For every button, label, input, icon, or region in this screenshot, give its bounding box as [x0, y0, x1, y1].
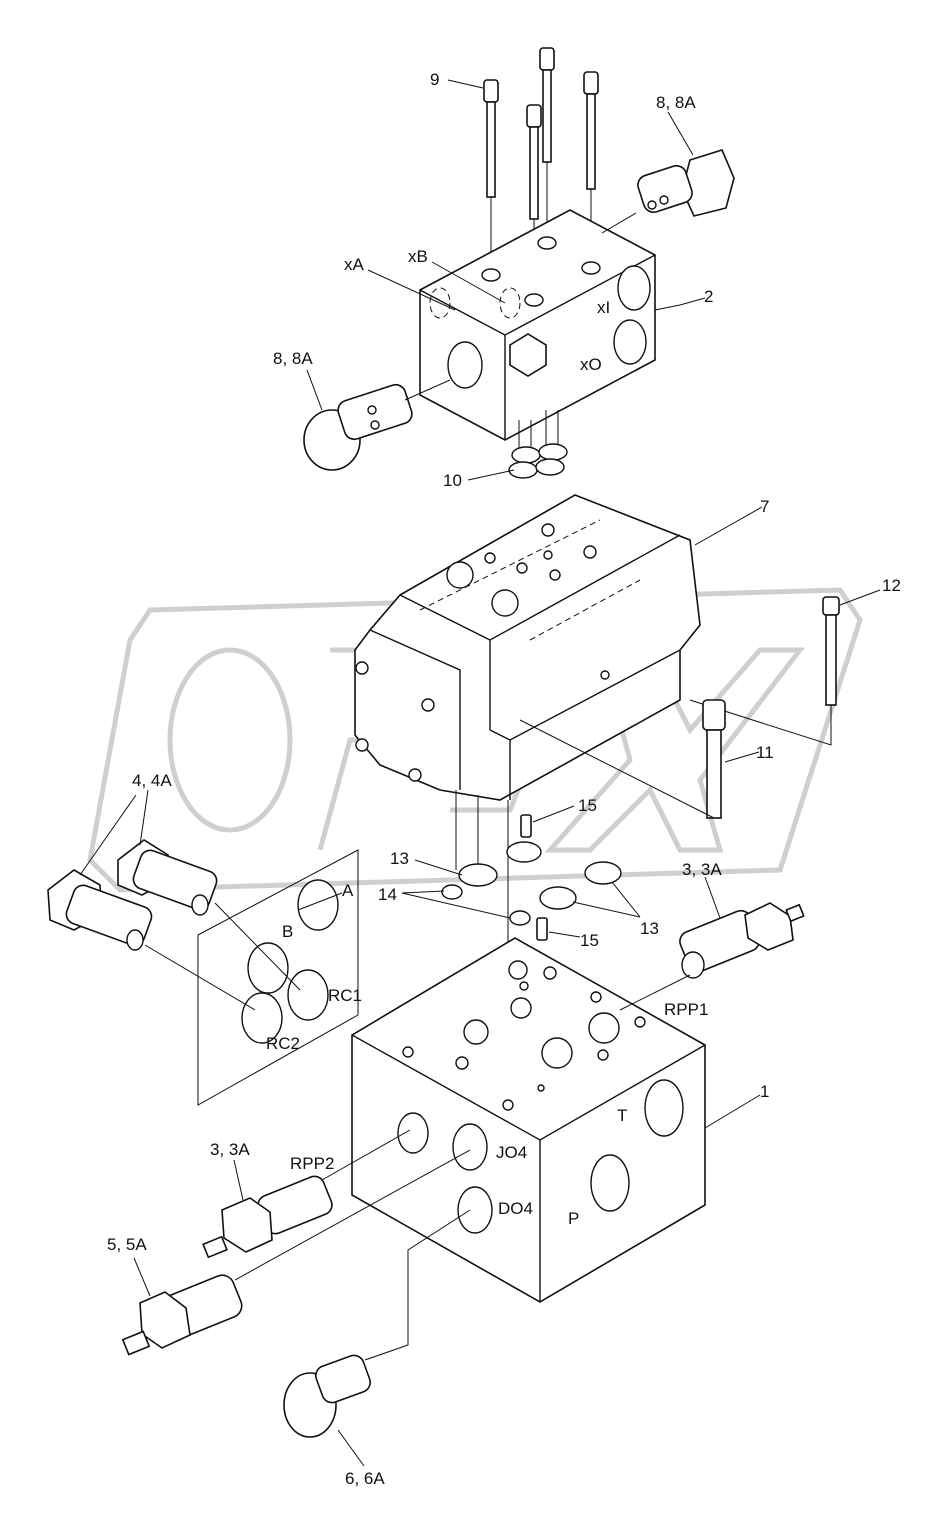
- label-8-8a-left: 8, 8A: [273, 349, 313, 368]
- label-port-JO4: JO4: [496, 1143, 527, 1162]
- label-port-A: A: [342, 881, 354, 900]
- label-port-B: B: [282, 922, 293, 941]
- label-xB: xB: [408, 247, 428, 266]
- valve-body-7: [354, 494, 701, 1100]
- label-3-3a-left: 3, 3A: [210, 1140, 250, 1159]
- cartridge-8-left: [303, 379, 451, 471]
- label-port-RC1: RC1: [328, 986, 362, 1005]
- cartridge-8-top: [601, 149, 735, 234]
- plug-6: [283, 1209, 471, 1438]
- label-10: 10: [443, 471, 462, 490]
- label-9: 9: [430, 70, 439, 89]
- cartridge-3-left: [202, 1129, 411, 1259]
- label-port-RC2: RC2: [266, 1034, 300, 1053]
- label-15-top: 15: [578, 796, 597, 815]
- cartridge-5: [121, 1149, 471, 1356]
- label-1: 1: [760, 1082, 769, 1101]
- label-port-RPP1: RPP1: [664, 1000, 708, 1019]
- label-port-P: P: [568, 1209, 579, 1228]
- label-15-bottom: 15: [580, 931, 599, 950]
- part-labels: 9 8, 8A 2 xA xB xI xO 8, 8A 10 7 12 11 4…: [107, 70, 901, 1488]
- label-8-8a-top: 8, 8A: [656, 93, 696, 112]
- port-plate: [144, 849, 359, 1106]
- bolt-11: [519, 699, 726, 819]
- valve-block-1: [351, 937, 706, 1303]
- label-4-4a: 4, 4A: [132, 771, 172, 790]
- label-port-DO4: DO4: [498, 1199, 533, 1218]
- bolt-12: [689, 596, 840, 746]
- label-xI: xI: [597, 298, 610, 317]
- valve-block-2: [419, 209, 656, 470]
- cartridge-3-right: [619, 902, 805, 1011]
- label-port-T: T: [617, 1106, 627, 1125]
- label-port-RPP2: RPP2: [290, 1154, 334, 1173]
- label-5-5a: 5, 5A: [107, 1235, 147, 1254]
- label-xA: xA: [344, 255, 365, 274]
- label-xO: xO: [580, 355, 602, 374]
- bolt-group-9: [483, 47, 599, 298]
- pins-and-o-rings: [441, 814, 622, 941]
- label-6-6a: 6, 6A: [345, 1469, 385, 1488]
- o-rings-10: [508, 443, 568, 479]
- label-3-3a-right: 3, 3A: [682, 860, 722, 879]
- label-14: 14: [378, 885, 397, 904]
- label-2: 2: [704, 287, 713, 306]
- label-11: 11: [756, 743, 774, 762]
- leader-lines: [79, 79, 881, 1467]
- label-12: 12: [882, 576, 901, 595]
- label-7: 7: [760, 497, 769, 516]
- cartridge-4-4a: [47, 839, 218, 951]
- label-13-left: 13: [390, 849, 409, 868]
- label-13-right: 13: [640, 919, 659, 938]
